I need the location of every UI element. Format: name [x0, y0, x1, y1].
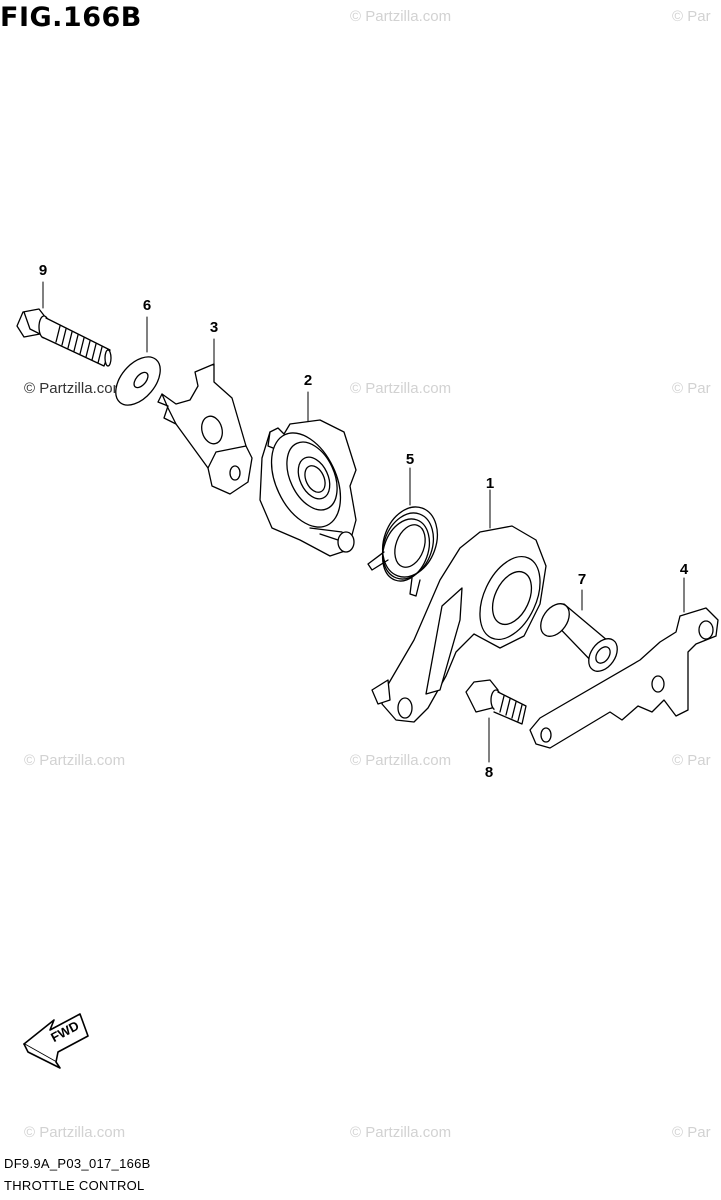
washer-part-6: [107, 349, 169, 414]
bolt-part-8: [466, 680, 526, 724]
watermark: © Par: [672, 8, 711, 25]
watermark: © Partzilla.com: [24, 1124, 126, 1141]
bolt-part-9: [17, 309, 111, 366]
callout-1: 1: [485, 475, 495, 492]
watermark: © Partzilla.com: [24, 752, 126, 769]
figure-title: FIG.166B: [0, 2, 142, 33]
watermark: © Partzilla.com: [350, 380, 452, 397]
callout-9: 9: [38, 262, 48, 279]
fwd-arrow-icon: [24, 1014, 88, 1068]
watermark: © Partzilla.com: [24, 380, 126, 397]
watermark: © Par: [672, 380, 711, 397]
callout-4: 4: [679, 561, 689, 578]
spring-part-5: [368, 499, 447, 596]
throttle-arm-part-1: [372, 526, 552, 722]
watermark: © Par: [672, 1124, 711, 1141]
callout-3: 3: [209, 319, 219, 336]
callout-2: 2: [303, 372, 313, 389]
figure-code: DF9.9A_P03_017_166B: [4, 1156, 151, 1171]
collar-part-7: [535, 598, 623, 676]
watermark: © Par: [672, 752, 711, 769]
bracket-part-3: [158, 364, 252, 494]
watermark: © Partzilla.com: [350, 752, 452, 769]
leader-lines: [43, 282, 684, 762]
watermark: © Partzilla.com: [350, 1124, 452, 1141]
callout-6: 6: [142, 297, 152, 314]
link-plate-part-4: [530, 608, 718, 748]
figure-caption: THROTTLE CONTROL: [4, 1178, 145, 1193]
callout-7: 7: [577, 571, 587, 588]
callout-5: 5: [405, 451, 415, 468]
callout-8: 8: [484, 764, 494, 781]
watermark: © Partzilla.com: [350, 8, 452, 25]
cam-part-2: [258, 420, 356, 556]
